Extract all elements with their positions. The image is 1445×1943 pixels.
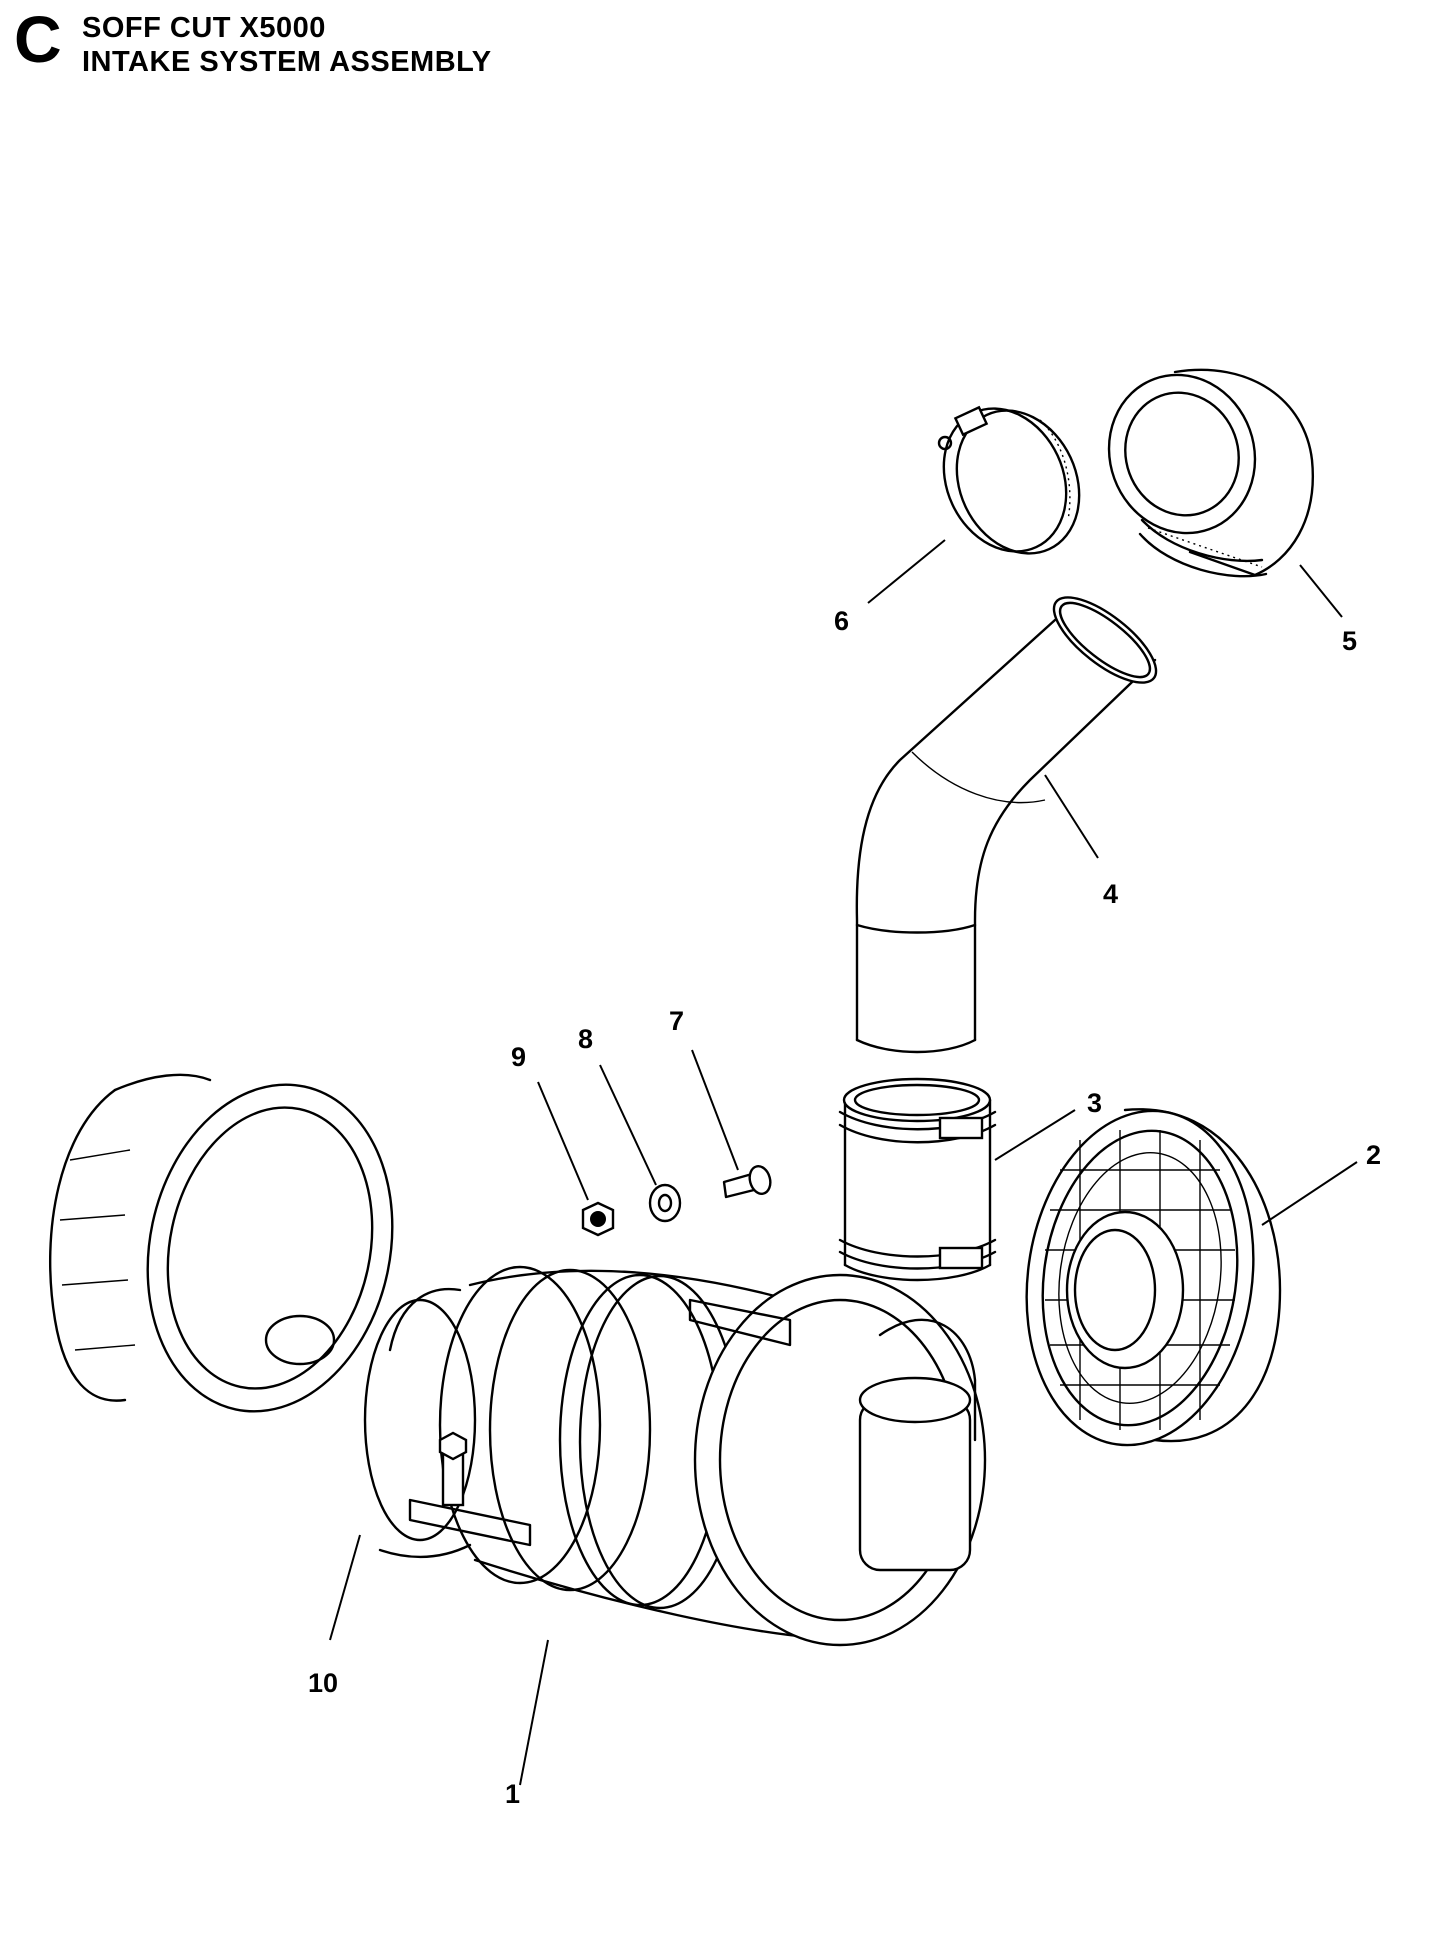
- leader-5: [1299, 564, 1343, 618]
- leader-9: [537, 1081, 589, 1201]
- callout-5: 5: [1342, 626, 1357, 656]
- callout-9: 9: [511, 1042, 526, 1072]
- assembly-title: INTAKE SYSTEM ASSEMBLY: [82, 46, 492, 78]
- leader-8: [599, 1064, 657, 1186]
- part-3-coupler: [838, 1077, 997, 1282]
- leader-2: [1261, 1161, 1358, 1226]
- part-7-screw: [722, 1165, 772, 1199]
- part-8-washer: [648, 1183, 682, 1223]
- section-letter: C: [14, 2, 62, 76]
- part-4-intake-tube: [855, 596, 1158, 1054]
- callout-2: 2: [1366, 1140, 1381, 1170]
- callout-8: 8: [578, 1024, 593, 1054]
- leader-10: [329, 1534, 361, 1641]
- callout-labels: 1 2 3 4 5 6 7 8 9 10: [308, 606, 1381, 1809]
- callout-7: 7: [669, 1006, 684, 1036]
- part-10-end-cap: [49, 1073, 394, 1413]
- callout-1: 1: [505, 1779, 520, 1809]
- part-2-precleaner: [1025, 1108, 1282, 1447]
- leader-7: [691, 1049, 739, 1171]
- part-9-nut: [581, 1201, 615, 1237]
- leader-3: [994, 1109, 1076, 1161]
- part-6-hose-clamp: [937, 405, 1081, 555]
- model-title: SOFF CUT X5000: [82, 12, 326, 44]
- callout-6: 6: [834, 606, 849, 636]
- page-header: C SOFF CUT X5000 INTAKE SYSTEM ASSEMBLY: [14, 6, 574, 90]
- callout-3: 3: [1087, 1088, 1102, 1118]
- part-1-air-filter-housing: [363, 1265, 987, 1647]
- callout-10: 10: [308, 1668, 338, 1698]
- callout-4: 4: [1103, 879, 1118, 909]
- part-5-elbow-hose: [1107, 368, 1314, 578]
- leader-1: [519, 1639, 549, 1786]
- leader-4: [1044, 774, 1099, 859]
- leader-lines: [329, 539, 1358, 1786]
- leader-6: [867, 539, 946, 604]
